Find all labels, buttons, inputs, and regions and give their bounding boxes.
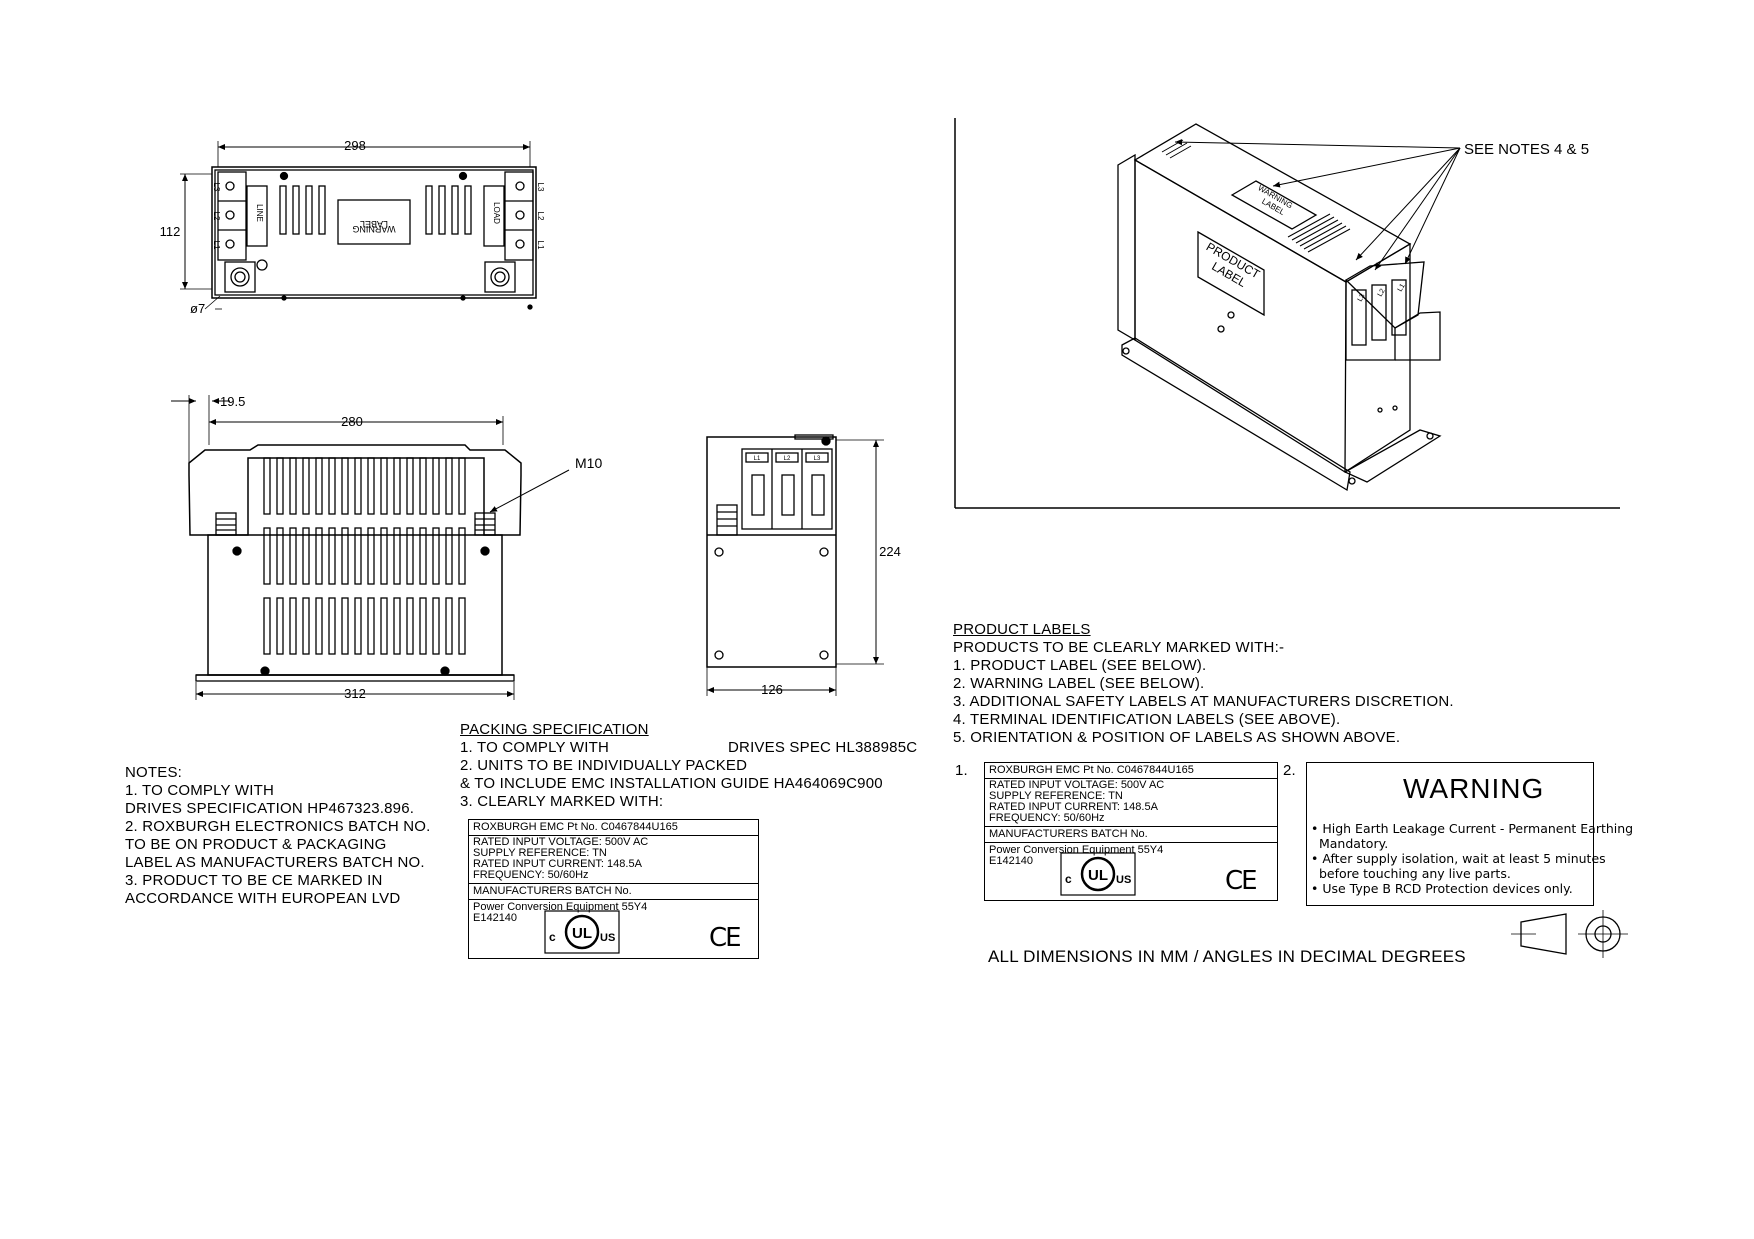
- label-part-no: ROXBURGH EMC Pt No. C0467844U165: [473, 821, 678, 833]
- label-number-2: 2.: [1283, 762, 1296, 779]
- top-view: [180, 141, 537, 310]
- label-part-no: ROXBURGH EMC Pt No. C0467844U165: [989, 764, 1194, 776]
- notes-heading: NOTES:: [125, 764, 183, 781]
- iso-view: [954, 118, 1620, 509]
- top-term-r3: L3: [536, 183, 545, 192]
- side-width-dim: 126: [761, 682, 783, 697]
- label-file-no: E142140: [473, 912, 518, 924]
- iso-term-l1: L1: [1397, 283, 1407, 293]
- ul-letters: UL: [572, 925, 592, 942]
- warning-label: WARNING • High Earth Leakage Current - P…: [1306, 762, 1633, 906]
- product-labels-heading: PRODUCT LABELS: [953, 621, 1091, 638]
- packing-product-label: ROXBURGH EMC Pt No. C0467844U165 RATED I…: [468, 819, 759, 959]
- side-height-dim: 224: [879, 544, 901, 559]
- label-frequency: FREQUENCY: 50/60Hz: [989, 812, 1105, 824]
- notes-line: LABEL AS MANUFACTURERS BATCH NO.: [125, 854, 425, 871]
- warning-title: WARNING: [1403, 773, 1545, 804]
- product-labels-line: 3. ADDITIONAL SAFETY LABELS AT MANUFACTU…: [953, 693, 1454, 710]
- stud-label: M10: [575, 455, 602, 471]
- top-warning-label-1: WARNING: [352, 224, 395, 234]
- label-file-no: E142140: [989, 855, 1034, 867]
- base-width-dim: 312: [344, 686, 366, 701]
- ul-mark-icon: UL c US: [1060, 852, 1136, 896]
- packing-line-2: 2. UNITS TO BE INDIVIDUALLY PACKED: [460, 757, 748, 774]
- top-warning-label-2: LABEL: [360, 219, 388, 229]
- warning-item: • High Earth Leakage Current - Permanent…: [1311, 821, 1634, 836]
- packing-line-3: & TO INCLUDE EMC INSTALLATION GUIDE HA46…: [460, 775, 883, 792]
- label-batch: MANUFACTURERS BATCH No.: [989, 828, 1148, 840]
- notes-line: ACCORDANCE WITH EUROPEAN LVD: [125, 890, 401, 907]
- product-labels-line: 5. ORIENTATION & POSITION OF LABELS AS S…: [953, 729, 1401, 746]
- notes-line: TO BE ON PRODUCT & PACKAGING: [125, 836, 387, 853]
- label-current: RATED INPUT CURRENT: 148.5A: [473, 858, 642, 870]
- notes-line: DRIVES SPECIFICATION HP467323.896.: [125, 800, 415, 817]
- product-label: ROXBURGH EMC Pt No. C0467844U165 RATED I…: [984, 762, 1278, 901]
- product-labels-line: 1. PRODUCT LABEL (SEE BELOW).: [953, 657, 1207, 674]
- top-height-dim: 112: [160, 224, 181, 239]
- top-term-r1: L1: [536, 241, 545, 250]
- side-term-1: L1: [754, 456, 761, 462]
- side-view: [706, 434, 884, 696]
- product-labels-line: 2. WARNING LABEL (SEE BELOW).: [953, 675, 1205, 692]
- side-term-3: L3: [814, 456, 821, 462]
- notes-line: 1. TO COMPLY WITH: [125, 782, 274, 799]
- front-view: [171, 395, 570, 700]
- product-labels-line: 4. TERMINAL IDENTIFICATION LABELS (SEE A…: [953, 711, 1341, 728]
- inner-width-dim: 280: [341, 414, 363, 429]
- side-term-2: L2: [784, 456, 791, 462]
- dimensions-note: ALL DIMENSIONS IN MM / ANGLES IN DECIMAL…: [988, 947, 1466, 966]
- ul-c: c: [1065, 872, 1072, 886]
- hole-dim: ø7: [190, 301, 205, 316]
- ul-c: c: [549, 930, 556, 944]
- product-labels-line: PRODUCTS TO BE CLEARLY MARKED WITH:-: [953, 639, 1285, 656]
- load-tag: LOAD: [492, 202, 501, 224]
- label-number-1: 1.: [955, 762, 968, 779]
- projection-symbol-icon: [1511, 910, 1628, 958]
- packing-heading: PACKING SPECIFICATION: [460, 721, 649, 738]
- label-batch: MANUFACTURERS BATCH No.: [473, 885, 632, 897]
- line-tag: LINE: [255, 204, 264, 222]
- top-term-l2: L2: [212, 212, 221, 221]
- top-term-l3: L3: [212, 183, 221, 192]
- warning-item: • After supply isolation, wait at least …: [1311, 851, 1606, 866]
- top-width-dim: 298: [344, 138, 366, 153]
- ul-us: US: [1116, 874, 1131, 886]
- packing-line-4: 3. CLEARLY MARKED WITH:: [460, 793, 664, 810]
- iso-callout: SEE NOTES 4 & 5: [1464, 141, 1589, 158]
- top-term-l1: L1: [212, 241, 221, 250]
- label-supply: SUPPLY REFERENCE: TN: [473, 847, 607, 859]
- packing-line-1b: DRIVES SPEC HL388985C: [728, 739, 918, 756]
- iso-term-l2: L2: [1377, 288, 1387, 298]
- warning-item: • Use Type B RCD Protection devices only…: [1311, 881, 1573, 896]
- warning-items: • High Earth Leakage Current - Permanent…: [1311, 821, 1633, 896]
- packing-line-1a: 1. TO COMPLY WITH: [460, 739, 609, 756]
- notes-line: 2. ROXBURGH ELECTRONICS BATCH NO.: [125, 818, 431, 835]
- label-frequency: FREQUENCY: 50/60Hz: [473, 869, 589, 881]
- label-supply: SUPPLY REFERENCE: TN: [989, 790, 1123, 802]
- warning-item: before touching any live parts.: [1311, 866, 1511, 881]
- ce-mark: CE: [709, 923, 742, 953]
- label-equipment: Power Conversion Equipment 55Y4: [473, 901, 648, 913]
- warning-item: Mandatory.: [1311, 836, 1389, 851]
- ul-us: US: [600, 932, 615, 944]
- ul-letters: UL: [1088, 867, 1108, 884]
- label-voltage: RATED INPUT VOLTAGE: 500V AC: [989, 779, 1165, 791]
- label-equipment: Power Conversion Equipment 55Y4: [989, 844, 1164, 856]
- ul-mark-icon: UL c US: [544, 910, 620, 954]
- offset-dim: 19.5: [220, 394, 245, 409]
- notes-line: 3. PRODUCT TO BE CE MARKED IN: [125, 872, 383, 889]
- label-current: RATED INPUT CURRENT: 148.5A: [989, 801, 1158, 813]
- label-voltage: RATED INPUT VOLTAGE: 500V AC: [473, 836, 649, 848]
- ce-mark: CE: [1225, 866, 1258, 896]
- top-term-r2: L2: [536, 212, 545, 221]
- iso-term-l3: L3: [1357, 293, 1367, 303]
